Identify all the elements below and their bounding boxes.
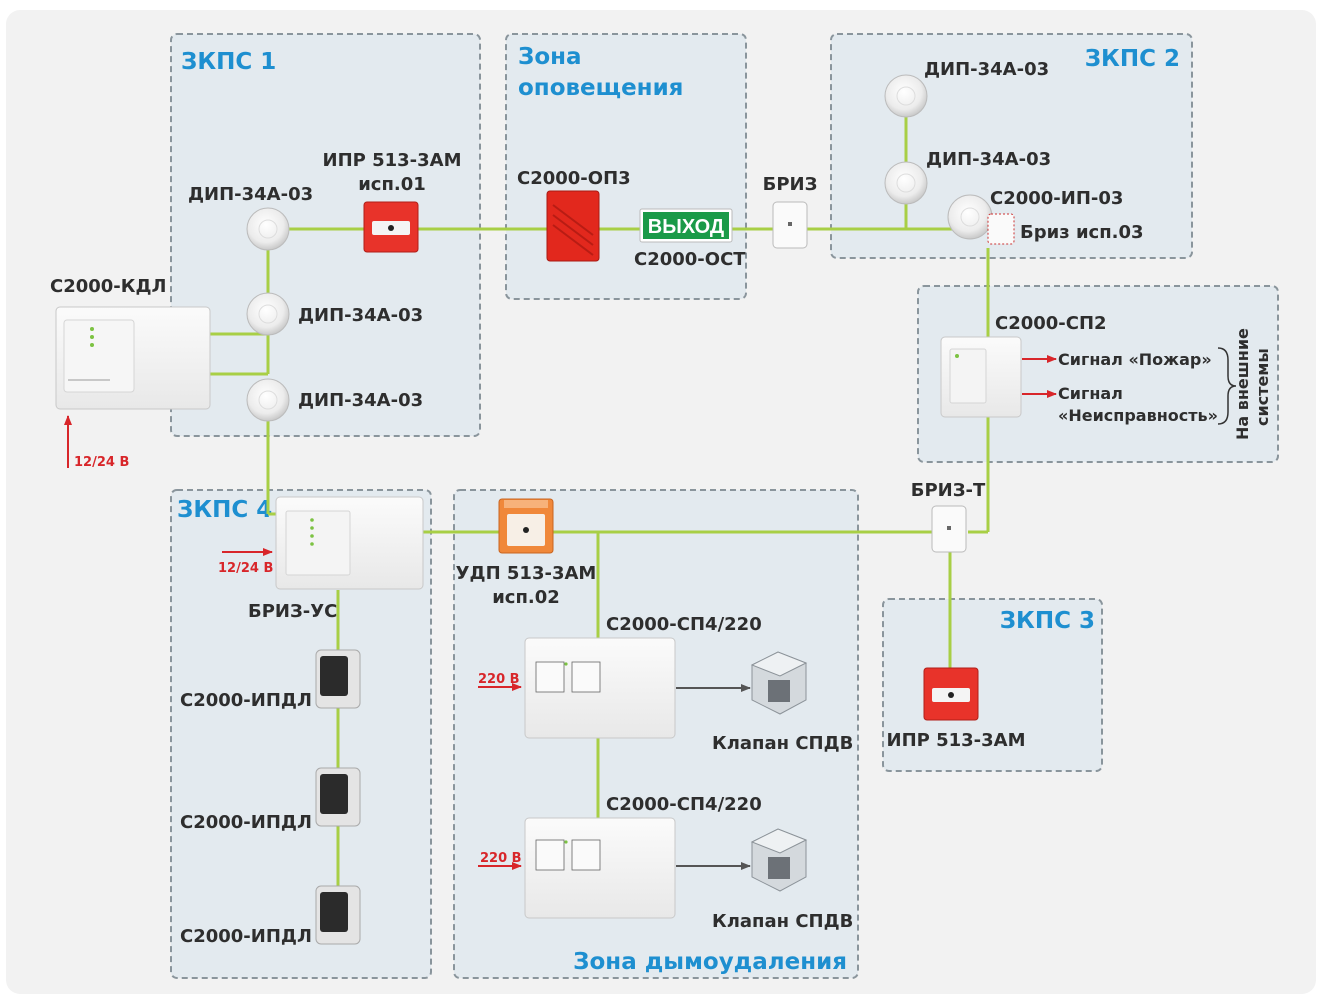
briz-t-label: БРИЗ-Т: [911, 480, 986, 501]
sp4-1-label: С2000-СП4/220: [606, 614, 762, 635]
zone-zkps4-title: ЗКПС 4: [177, 497, 272, 523]
dip-main-label: ДИП-34А-03: [188, 184, 313, 205]
detector-dip-main: [246, 207, 290, 251]
detector-ip03: [947, 194, 1015, 245]
udp-call-point: [498, 498, 554, 554]
dip-mid-label: ДИП-34А-03: [298, 305, 423, 326]
zone-zkps3-title: ЗКПС 3: [1000, 608, 1095, 634]
detector-dip-low: [246, 378, 290, 422]
zone-zkps1-title: ЗКПС 1: [181, 49, 276, 75]
zone-smoke-removal-title: Зона дымоудаления: [573, 949, 847, 975]
manual-call-point-1: [363, 201, 419, 253]
ipr1-label-1: ИПР 513-3АМ: [323, 150, 462, 171]
siren-op3: [546, 190, 600, 262]
briz-us-power-label: 12/24 В: [218, 561, 273, 576]
briz-t-module: [931, 505, 967, 553]
manual-call-point-3: [923, 667, 979, 721]
sig-fire-label: Сигнал «Пожар»: [1058, 350, 1212, 369]
dip-low-label: ДИП-34А-03: [298, 390, 423, 411]
sp2-label: С2000-СП2: [995, 313, 1107, 334]
sp4-2-power-label: 220 В: [480, 851, 522, 866]
valve-spdv-1: [750, 651, 808, 715]
briz03-label: Бриз исп.03: [1020, 222, 1144, 243]
detector-dip-mid: [246, 292, 290, 336]
ipdl2-label: С2000-ИПДЛ: [180, 812, 312, 833]
briz-label: БРИЗ: [763, 174, 818, 195]
external-brace: [1217, 347, 1237, 425]
zone-zkps1: ЗКПС 1: [170, 33, 481, 437]
relay-sp2: [940, 336, 1022, 418]
valve1-label: Клапан СПДВ: [712, 733, 853, 754]
zone-notification-title-2: оповещения: [518, 75, 683, 101]
zone-sp2: [917, 285, 1279, 463]
ipdl-device-1: [315, 649, 361, 709]
exit-sign-text: ВЫХОД: [648, 216, 724, 238]
sig-fault-label-2: «Неисправность»: [1058, 406, 1218, 425]
dip-z2-mid-label: ДИП-34А-03: [926, 149, 1051, 170]
external-label-1: На внешние: [1233, 328, 1252, 440]
ipdl1-label: С2000-ИПДЛ: [180, 690, 312, 711]
ip03-label: С2000-ИП-03: [990, 188, 1123, 209]
zone-zkps4: ЗКПС 4: [170, 489, 432, 979]
external-label-2: системы: [1253, 348, 1272, 426]
valve-spdv-2: [750, 828, 808, 892]
kdl-power-label: 12/24 В: [74, 455, 129, 470]
exit-sign: ВЫХОД: [639, 208, 733, 243]
kdl-controller: С2000-КДЛ: [50, 276, 211, 410]
ipr1-label-2: исп.01: [358, 174, 426, 195]
dip-z2-top-label: ДИП-34А-03: [924, 59, 1049, 80]
briz-module: [772, 201, 808, 249]
detector-z2-top: [884, 74, 928, 118]
zone-zkps3: ЗКПС 3: [882, 598, 1103, 772]
op3-label: С2000-ОП3: [517, 168, 631, 189]
ipdl-device-2: [315, 767, 361, 827]
udp-label-2: исп.02: [492, 587, 560, 608]
sp4-2-label: С2000-СП4/220: [606, 794, 762, 815]
zone-zkps2-title: ЗКПС 2: [1085, 46, 1180, 72]
ipr3-label: ИПР 513-3АМ: [887, 730, 1026, 751]
sig-fault-label-1: Сигнал: [1058, 384, 1123, 403]
sp4-1-power-label: 220 В: [478, 672, 520, 687]
ipdl3-label: С2000-ИПДЛ: [180, 926, 312, 947]
ost-label: С2000-ОСТ: [634, 249, 746, 270]
zone-notification-title-1: Зона: [518, 44, 582, 70]
relay-sp4-1: [524, 637, 676, 739]
udp-label-1: УДП 513-3АМ: [456, 563, 597, 584]
briz-us-controller: [275, 496, 424, 590]
detector-z2-mid: [884, 161, 928, 205]
ipdl-device-3: [315, 885, 361, 945]
relay-sp4-2: [524, 817, 676, 919]
kdl-label: С2000-КДЛ: [50, 276, 166, 297]
valve2-label: Клапан СПДВ: [712, 911, 853, 932]
briz-us-label: БРИЗ-УС: [248, 601, 337, 622]
